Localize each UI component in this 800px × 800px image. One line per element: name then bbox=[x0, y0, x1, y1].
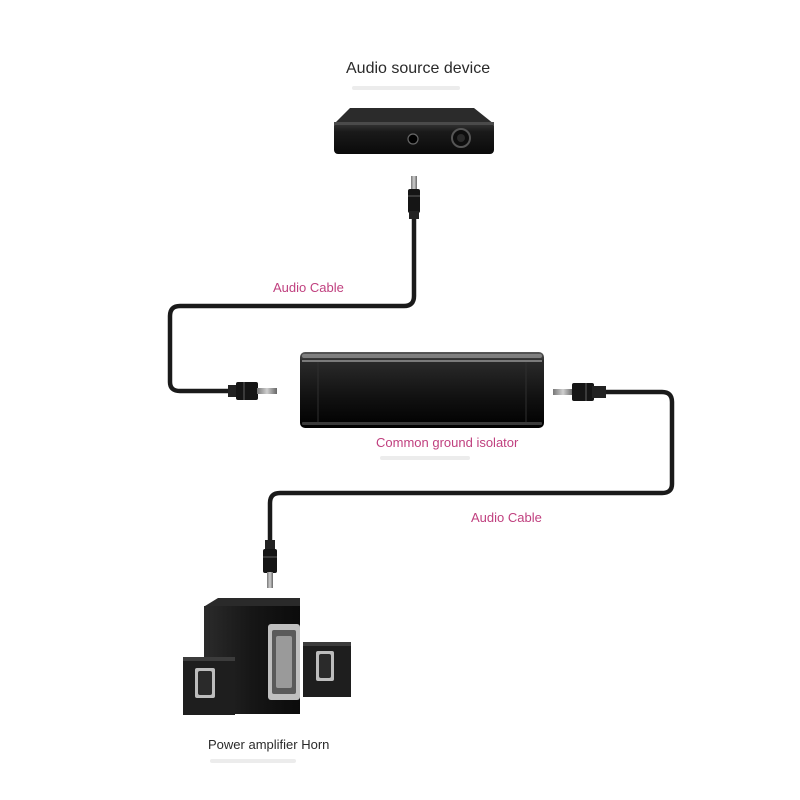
label-reflection bbox=[380, 456, 470, 460]
audio-source-box-icon bbox=[334, 108, 494, 154]
isolator-label: Common ground isolator bbox=[376, 435, 519, 450]
bottom-cable-label: Audio Cable bbox=[471, 510, 542, 525]
ground-loop-isolator-icon bbox=[300, 352, 544, 428]
top-cable-label: Audio Cable bbox=[273, 280, 344, 295]
audio-cable-bottom bbox=[263, 383, 675, 588]
source-device-label: Audio source device bbox=[346, 60, 491, 77]
jack-plug-isolator-left bbox=[228, 382, 277, 400]
label-reflection bbox=[210, 759, 296, 763]
label-reflection bbox=[352, 86, 460, 90]
speaker-system-icon bbox=[183, 598, 351, 715]
speakers-label: Power amplifier Horn bbox=[208, 737, 330, 752]
jack-plug-isolator-right bbox=[553, 383, 606, 401]
jack-plug-source bbox=[408, 176, 420, 219]
jack-plug-speakers bbox=[263, 540, 277, 588]
audio-cable-top bbox=[167, 176, 420, 400]
